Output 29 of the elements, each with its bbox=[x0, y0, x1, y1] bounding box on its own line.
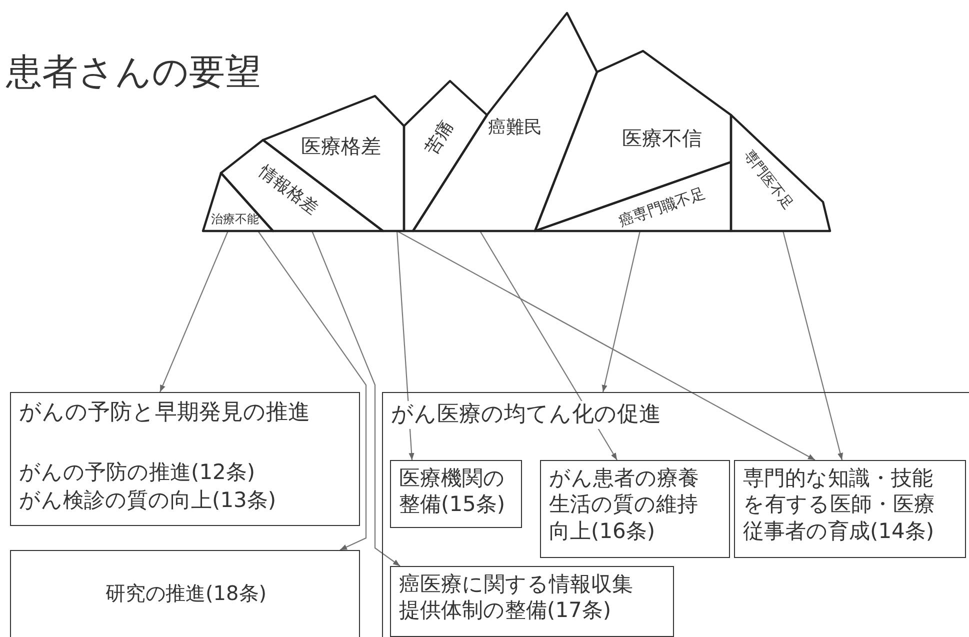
arrow bbox=[258, 230, 367, 550]
box-text: 専門的な知識・技能を有する医師・医療従事者の育成(14条) bbox=[743, 465, 935, 544]
text-box bbox=[390, 460, 522, 528]
arrow bbox=[480, 230, 618, 460]
section-label: 医療格差 bbox=[301, 136, 381, 156]
text-box bbox=[10, 550, 360, 637]
arrow bbox=[602, 230, 641, 392]
section-label: 医療不信 bbox=[622, 128, 702, 148]
section-label: 専門医不足 bbox=[740, 148, 796, 212]
title: 患者さんの要望 bbox=[6, 51, 261, 95]
box-text: がんの予防の推進(12条) bbox=[19, 459, 256, 486]
text-box bbox=[734, 460, 966, 558]
arrow bbox=[396, 230, 816, 460]
box-text: がん医療の均てん化の促進 bbox=[391, 401, 661, 428]
arrow bbox=[782, 230, 843, 460]
arrow bbox=[312, 230, 400, 566]
box-text: がん検診の質の向上(13条) bbox=[19, 487, 276, 514]
box-text: 癌医療に関する情報収集提供体制の整備(17条) bbox=[399, 571, 633, 624]
arrow bbox=[160, 230, 228, 392]
text-box bbox=[382, 392, 969, 637]
text-box bbox=[10, 392, 360, 526]
section-label: 苦痛 bbox=[422, 118, 458, 158]
text-box bbox=[390, 566, 674, 637]
section-label: 癌難民 bbox=[488, 119, 542, 137]
box-text: がん患者の療養生活の質の維持向上(16条) bbox=[549, 465, 699, 544]
section-label: 癌専門職不足 bbox=[617, 185, 707, 229]
text-box bbox=[540, 460, 730, 558]
box-text: 研究の推進(18条) bbox=[106, 581, 267, 606]
arrow bbox=[396, 230, 414, 460]
